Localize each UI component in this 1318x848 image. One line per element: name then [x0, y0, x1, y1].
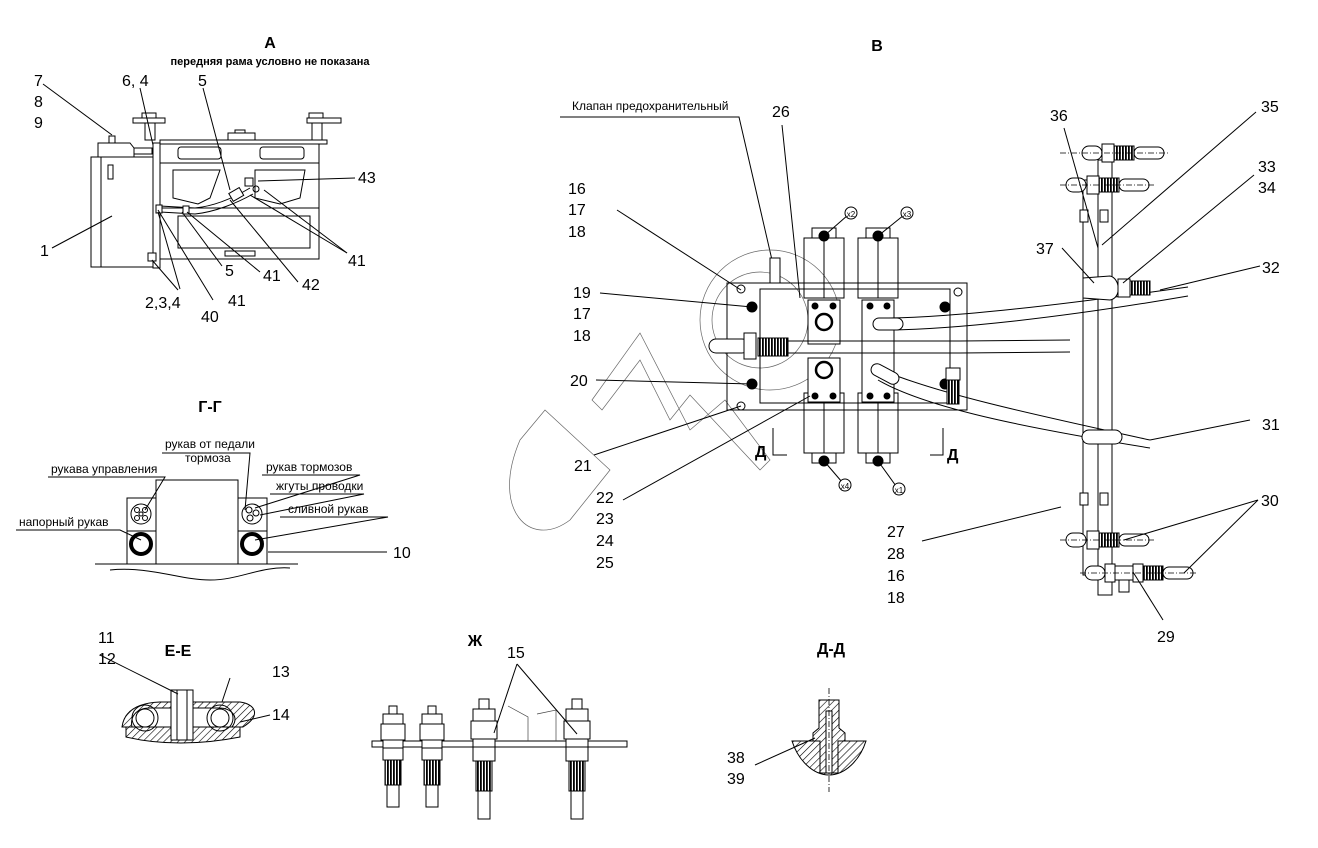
label-pressure-hose: напорный рукав: [19, 515, 109, 529]
callout-14: 14: [272, 707, 290, 724]
callout-28: 28: [887, 546, 905, 563]
port-x4: x4: [841, 482, 850, 491]
callout-18-mid: 18: [573, 328, 591, 345]
label-brake-hose: рукав тормозов: [266, 460, 352, 474]
callout-1: 1: [40, 243, 49, 260]
safety-valve-label: Клапан предохранительный: [572, 99, 728, 113]
hydraulic-tank: [90, 135, 154, 268]
callout-42: 42: [302, 277, 320, 294]
label-control-hoses: рукава управления: [51, 462, 157, 476]
callout-35: 35: [1261, 99, 1279, 116]
view-zh: Ж 15: [371, 633, 628, 820]
callout-12: 12: [98, 651, 116, 668]
callout-29: 29: [1157, 629, 1175, 646]
label-brake-pedal-hose-2: тормоза: [185, 451, 231, 465]
callout-13: 13: [272, 664, 290, 681]
callout-34: 34: [1258, 180, 1276, 197]
callout-19: 19: [573, 285, 591, 302]
callout-16-top: 16: [568, 181, 586, 198]
hoses-b: [708, 286, 1189, 449]
label-wiring-harness: жгуты проводки: [276, 479, 363, 493]
callout-7: 7: [34, 73, 43, 90]
section-marks: Д Д: [755, 428, 959, 464]
callout-5-bottom: 5: [225, 263, 234, 280]
view-e-e: Е-Е 11 12 13 14: [98, 630, 290, 744]
port-x1: x1: [895, 486, 904, 495]
view-b: В Клапан предохранительный: [509, 38, 1280, 646]
view-a-leaders: [42, 83, 356, 301]
callout-39: 39: [727, 771, 745, 788]
callout-21: 21: [574, 458, 592, 475]
callout-30: 30: [1261, 493, 1279, 510]
callout-33: 33: [1258, 159, 1276, 176]
callout-17-top: 17: [568, 202, 586, 219]
callout-18-bottom: 18: [887, 590, 905, 607]
section-mark-d-left: Д: [755, 444, 767, 461]
callout-26: 26: [772, 104, 790, 121]
callout-41-right: 41: [348, 253, 366, 270]
callout-31: 31: [1262, 417, 1280, 434]
fitting: [419, 705, 445, 808]
callout-20: 20: [570, 373, 588, 390]
manifold: [1060, 143, 1198, 596]
fitting: [563, 698, 591, 820]
label-brake-pedal-hose-1: рукав от педали: [165, 437, 255, 451]
view-gg-title: Г-Г: [198, 399, 221, 416]
callout-36: 36: [1050, 108, 1068, 125]
callout-27: 27: [887, 524, 905, 541]
callout-11: 11: [98, 630, 115, 647]
callout-8: 8: [34, 94, 43, 111]
view-a-title: А: [264, 35, 276, 52]
fitting: [470, 698, 498, 820]
callout-18-top: 18: [568, 224, 586, 241]
callout-9: 9: [34, 115, 43, 132]
frame: [132, 112, 342, 269]
section-mark-d-right: Д: [947, 447, 959, 464]
callout-16-bottom: 16: [887, 568, 905, 585]
callout-41-low: 41: [228, 293, 246, 310]
port-x3: x3: [903, 210, 912, 219]
callout-38: 38: [727, 750, 745, 767]
callout-2-3-4: 2,3,4: [145, 295, 181, 312]
callout-6-4: 6, 4: [122, 73, 149, 90]
callout-15: 15: [507, 645, 525, 662]
port-x2: x2: [847, 210, 856, 219]
view-a: А передняя рама условно не показана: [34, 35, 376, 326]
callout-5-top: 5: [198, 73, 207, 90]
view-g-g: Г-Г рукав от педали тормоза рукава управ…: [16, 399, 411, 581]
callout-37: 37: [1036, 241, 1054, 258]
callout-32: 32: [1262, 260, 1280, 277]
view-b-leaders: [593, 111, 1261, 621]
hoses: [155, 177, 260, 215]
view-d-d: Д-Д 38 39: [727, 641, 867, 792]
view-ee-title: Е-Е: [165, 643, 192, 660]
label-drain-hose: сливной рукав: [288, 502, 369, 516]
callout-22: 22: [596, 490, 614, 507]
callout-25: 25: [596, 555, 614, 572]
view-zh-title: Ж: [467, 633, 483, 650]
view-b-title: В: [871, 38, 883, 55]
view-a-subtitle: передняя рама условно не показана: [171, 56, 371, 68]
view-gg-leaders: [16, 452, 389, 553]
callout-24: 24: [596, 533, 614, 550]
callout-23: 23: [596, 511, 614, 528]
port-marks: x2 x3 x4 x1: [823, 206, 914, 496]
fitting: [380, 705, 406, 808]
callout-43: 43: [358, 170, 376, 187]
callout-10: 10: [393, 545, 411, 562]
callout-40: 40: [201, 309, 219, 326]
callout-17-mid: 17: [573, 306, 591, 323]
view-dd-title: Д-Д: [817, 641, 846, 658]
callout-41-mid: 41: [263, 268, 281, 285]
watermark: [509, 249, 841, 531]
